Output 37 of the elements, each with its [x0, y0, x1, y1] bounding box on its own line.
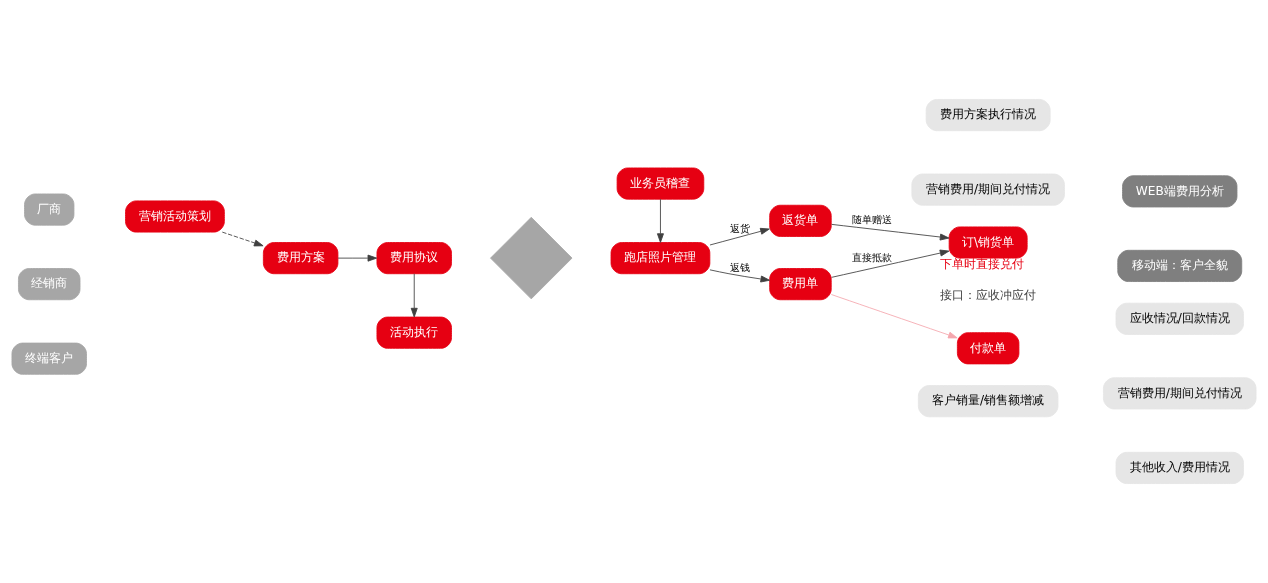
node-box: 营销活动策划 [125, 200, 225, 233]
node-box: 经销商 [18, 268, 81, 301]
node-box: 付款单 [956, 332, 1020, 365]
node-diamond [490, 216, 573, 300]
arrow [831, 223, 950, 241]
edge-label: 返货 [729, 221, 750, 234]
arrow [221, 231, 264, 247]
node-box: 应收情况/回款情况 [1115, 302, 1244, 335]
arrow [831, 249, 950, 278]
edge-label: 随单赠送 [851, 213, 892, 226]
arrow [709, 227, 770, 246]
node-box: 费用方案 [262, 242, 339, 275]
node-label: 下单时直接兑付 [940, 256, 1025, 271]
node-box: WEB端费用分析 [1122, 175, 1238, 208]
node-box: 营销费用/期间兑付情况 [911, 173, 1065, 206]
node-box: 订\销货单 [948, 226, 1028, 259]
node-box: 费用单 [769, 268, 832, 301]
node-box: 业务员稽查 [616, 167, 705, 200]
edge-label: 返钱 [729, 260, 750, 273]
node-box: 营销费用/期间兑付情况 [1103, 377, 1257, 410]
label: 接口：应收冲应付 [940, 287, 1037, 302]
node-box: 终端客户 [11, 342, 87, 375]
node-box: 厂商 [24, 193, 75, 226]
node-box: 客户销量/销售额增减 [917, 385, 1059, 418]
node-box: 移动端：客户全貌 [1117, 249, 1243, 282]
node-box: 费用方案执行情况 [925, 99, 1051, 132]
edge-label: 直接抵款 [851, 251, 892, 264]
arrow [337, 254, 378, 262]
arrow [656, 198, 664, 243]
arrow [709, 269, 771, 283]
node-box: 活动执行 [376, 316, 452, 349]
node-box: 跑店照片管理 [610, 242, 711, 275]
arrow [410, 273, 418, 318]
node-box: 其他收入/费用情况 [1115, 451, 1244, 484]
arrow [830, 294, 958, 339]
node-box: 费用协议 [376, 242, 452, 275]
node-box: 返货单 [769, 204, 832, 237]
